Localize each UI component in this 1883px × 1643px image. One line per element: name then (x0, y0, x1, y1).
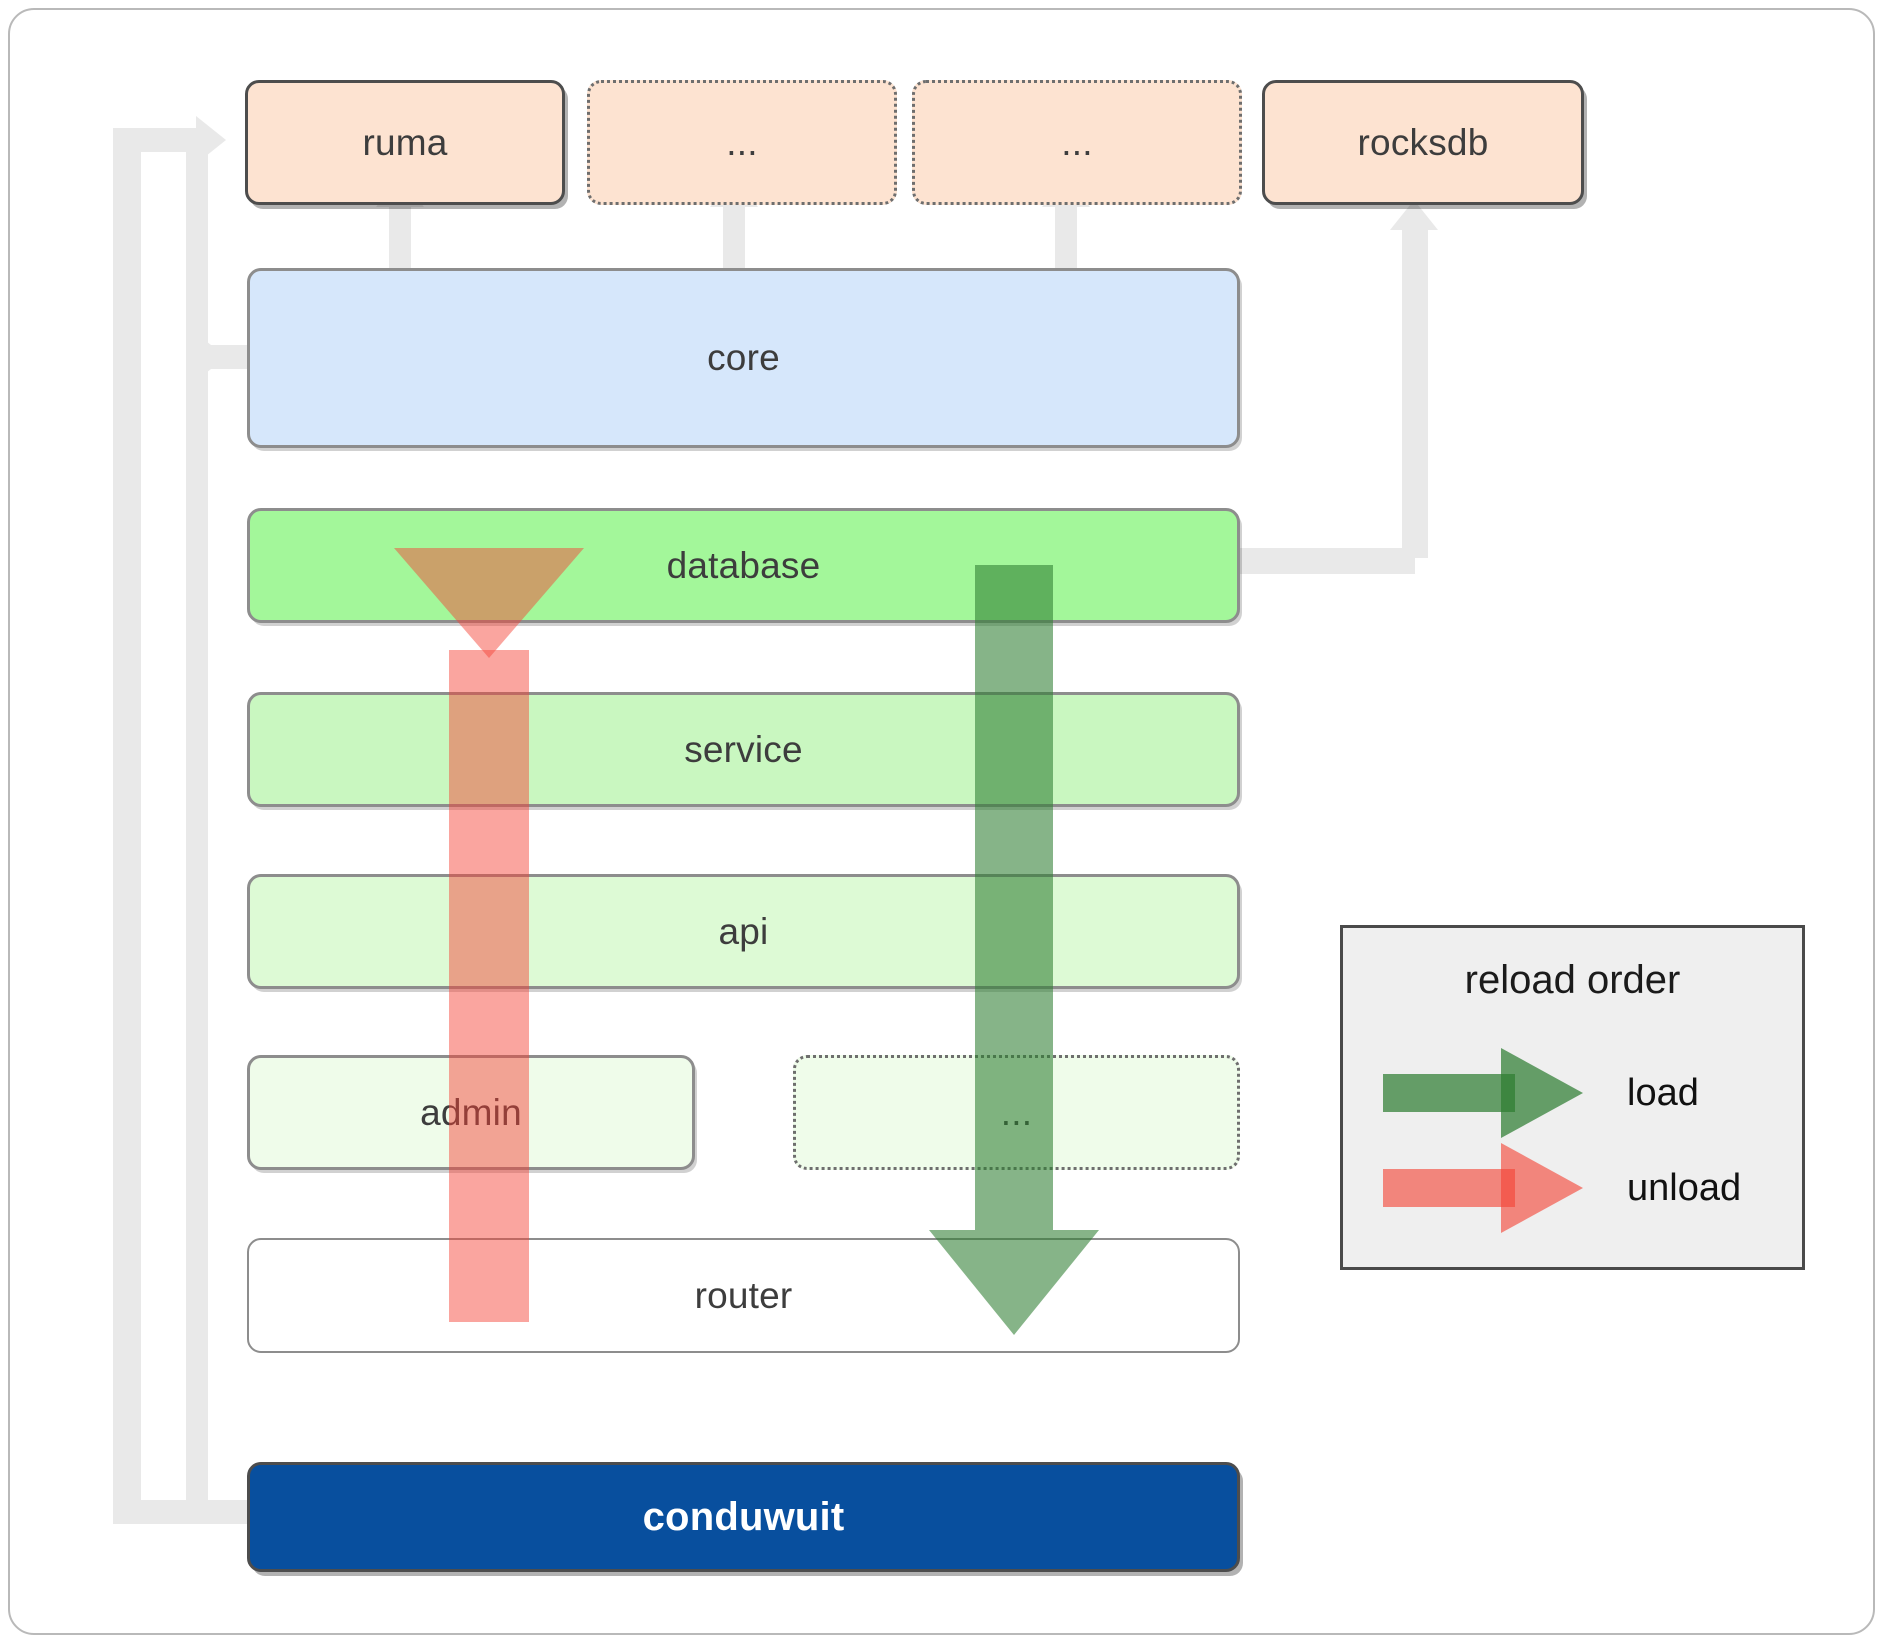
crate-label-ruma: ruma (362, 121, 448, 163)
legend-row-unload: unload (1383, 1143, 1741, 1233)
connector-left-vertical (113, 128, 141, 1524)
crate-label-dots2: ... (1061, 121, 1093, 163)
root-box-conduwuit[interactable]: conduwuit (247, 1462, 1240, 1572)
connector-core-to-ruma-stem (389, 205, 411, 275)
layer-label-service: service (684, 728, 803, 770)
connector-db-to-rocksdb-vertical (1402, 228, 1428, 558)
unload-arrow-shaft (449, 650, 529, 1322)
layer-label-database: database (666, 544, 821, 586)
legend-title: reload order (1464, 958, 1681, 1002)
connector-left-vertical-inner (186, 128, 208, 1524)
layer-label-admin: admin (420, 1091, 522, 1133)
crate-box-dots2[interactable]: ... (912, 80, 1242, 205)
load-arrow-shaft (975, 565, 1053, 1230)
layer-box-service[interactable]: service (247, 692, 1240, 807)
crate-box-ruma[interactable]: ruma (245, 80, 565, 205)
connector-db-to-rocksdb-arrowhead (1390, 200, 1438, 230)
root-label-conduwuit: conduwuit (642, 1494, 845, 1539)
crate-label-dots1: ... (726, 121, 758, 163)
connector-to-core-arrowhead (196, 333, 226, 381)
load-arrow-icon (1383, 1048, 1583, 1138)
connector-core-to-dots2-stem (1055, 205, 1077, 275)
connector-core-to-dots1-stem (723, 205, 745, 275)
legend-panel: reload order load unload (1340, 925, 1805, 1270)
connector-to-ruma-horizontal (113, 128, 198, 152)
crate-box-dots1[interactable]: ... (587, 80, 897, 205)
layer-label-core: core (707, 337, 780, 378)
layer-box-api[interactable]: api (247, 874, 1240, 989)
layer-box-database[interactable]: database (247, 508, 1240, 623)
legend-row-load: load (1383, 1048, 1699, 1138)
unload-arrow-head (394, 548, 584, 658)
diagram-frame (8, 8, 1875, 1635)
layer-label-router: router (694, 1274, 793, 1316)
unload-arrow-icon (1383, 1143, 1583, 1233)
layer-label-api: api (718, 910, 769, 952)
load-arrow-head (929, 1230, 1099, 1335)
crate-label-rocksdb: rocksdb (1357, 121, 1489, 163)
connector-db-to-rocksdb-horizontal (1230, 548, 1415, 574)
layer-box-core[interactable]: core (247, 268, 1240, 448)
crate-box-rocksdb[interactable]: rocksdb (1262, 80, 1584, 205)
layer-box-admin[interactable]: admin (247, 1055, 695, 1170)
connector-bottom-horizontal (113, 1500, 248, 1524)
legend-label-unload: unload (1627, 1166, 1742, 1209)
connector-to-ruma-arrowhead (196, 116, 226, 164)
legend-label-load: load (1627, 1071, 1699, 1114)
